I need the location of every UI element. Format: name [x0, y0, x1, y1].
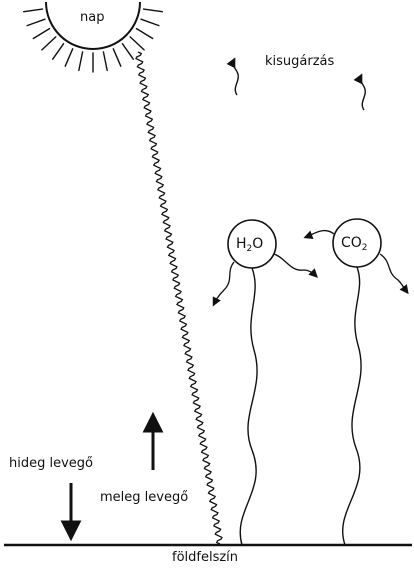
radiation-label: kisugárzás — [265, 54, 335, 69]
sun-ray — [52, 43, 65, 60]
sun-ray — [64, 48, 74, 67]
cold-air-label: hideg levegő — [9, 456, 93, 471]
sun-rays — [23, 8, 164, 73]
sun-ray — [26, 18, 46, 27]
ground-ray-to-co2 — [342, 266, 362, 546]
sun-ray — [121, 43, 135, 60]
sun-ray — [78, 51, 84, 72]
co2-emission-left — [303, 229, 335, 240]
sun-ray — [32, 27, 51, 40]
h2o-tail: O — [252, 236, 264, 252]
h2o-emission-right — [273, 253, 318, 278]
h2o-label: H2O — [236, 237, 263, 254]
h2o-emission-left — [212, 261, 235, 307]
sun-disc — [45, 1, 141, 50]
sun-ray — [142, 8, 164, 13]
sun-ray — [140, 18, 160, 27]
sun-ray — [23, 8, 44, 13]
warm-air-label: meleg levegő — [100, 490, 189, 505]
incoming-solar-ray — [135, 51, 223, 545]
co2-label: CO2 — [341, 236, 368, 253]
co2-emission-right — [379, 253, 409, 295]
ground-ray-to-h2o — [239, 267, 258, 546]
sun-ray — [135, 27, 154, 40]
co2-base: CO — [341, 235, 362, 251]
sun-ray — [102, 51, 108, 72]
sun-ray — [129, 36, 145, 51]
sun-ray — [112, 48, 122, 67]
radiation-arrow-right — [353, 73, 366, 111]
sun-label: nap — [80, 10, 105, 25]
co2-sub: 2 — [361, 243, 368, 253]
h2o-sub: 2 — [246, 244, 253, 254]
radiation-arrow-left — [226, 57, 239, 96]
sun-ray — [41, 36, 57, 51]
h2o-base: H — [236, 236, 247, 252]
ground-label: földfelszín — [172, 550, 239, 565]
